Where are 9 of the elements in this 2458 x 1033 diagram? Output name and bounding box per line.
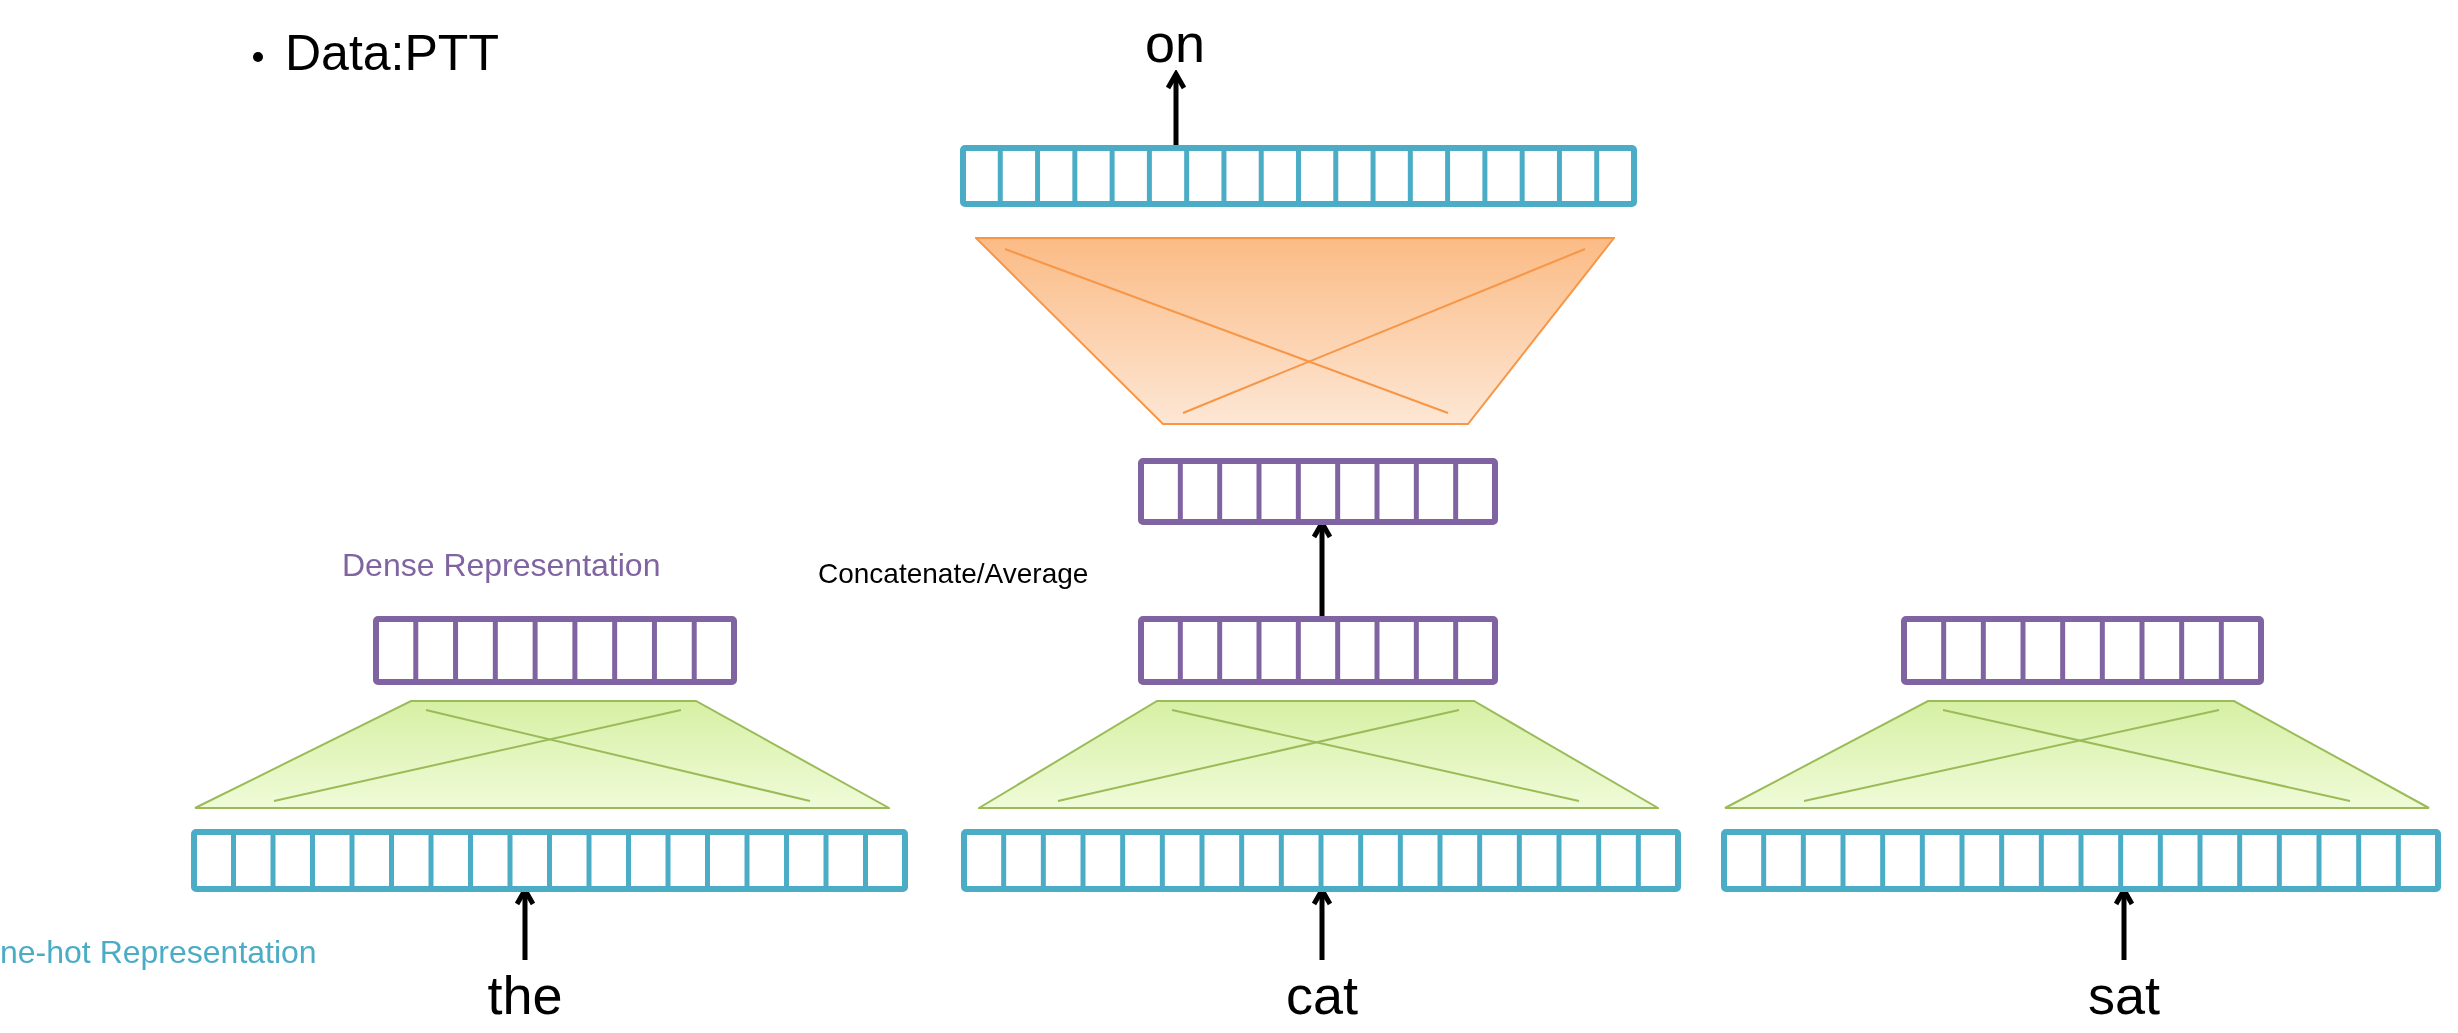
- layer-label: ne-hot Representation: [0, 933, 317, 972]
- word-label: sat: [2087, 968, 2160, 1022]
- layer-label: Dense Representation: [342, 546, 661, 585]
- word-label: the: [487, 968, 563, 1022]
- word-label: cat: [1285, 968, 1358, 1022]
- operation-label: Concatenate/Average: [818, 557, 1089, 591]
- bullet-text: Data:PTT: [285, 24, 499, 83]
- word-label: on: [1144, 16, 1206, 70]
- arrow: [1165, 71, 1187, 145]
